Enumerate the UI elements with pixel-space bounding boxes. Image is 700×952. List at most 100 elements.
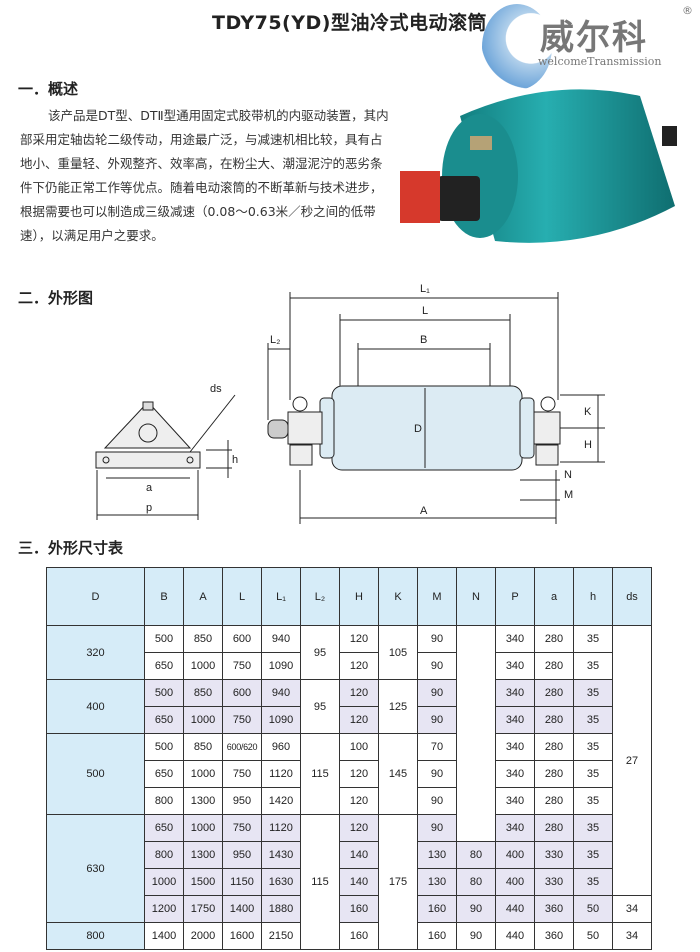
column-header: M bbox=[417, 567, 457, 626]
label-B: B bbox=[420, 334, 427, 346]
label-D: D bbox=[414, 423, 422, 435]
cell-H: 120 bbox=[339, 625, 379, 653]
cell-P: 340 bbox=[495, 733, 535, 761]
cell-L: 750 bbox=[222, 814, 262, 842]
cell-h: 50 bbox=[573, 922, 613, 950]
cell-M: 90 bbox=[417, 652, 457, 680]
cell-A: 850 bbox=[183, 679, 223, 707]
cell-a: 330 bbox=[534, 841, 574, 869]
cell-L: 750 bbox=[222, 706, 262, 734]
cell-L1: 1090 bbox=[261, 652, 301, 680]
cell-N: 90 bbox=[456, 922, 496, 950]
cell-L1: 1120 bbox=[261, 760, 301, 788]
cell-L1: 1090 bbox=[261, 706, 301, 734]
cell-h: 35 bbox=[573, 625, 613, 653]
cell-a: 360 bbox=[534, 895, 574, 923]
cell-M: 90 bbox=[417, 625, 457, 653]
column-header: L₁ bbox=[261, 567, 301, 626]
cell-L1: 1420 bbox=[261, 787, 301, 815]
cell-ds: 27 bbox=[612, 625, 652, 896]
cell-L2: 95 bbox=[300, 625, 340, 680]
cell-a: 280 bbox=[534, 652, 574, 680]
cell-P: 340 bbox=[495, 814, 535, 842]
cell-P: 440 bbox=[495, 922, 535, 950]
cell-ds: 34 bbox=[612, 895, 652, 923]
cell-L1: 2150 bbox=[261, 922, 301, 950]
cell-B: 650 bbox=[144, 760, 184, 788]
cell-P: 340 bbox=[495, 787, 535, 815]
outline-drawing: ds h a p L₁ L B L₂ D K H N M A bbox=[95, 283, 605, 524]
cell-N: 90 bbox=[456, 895, 496, 923]
cell-a: 280 bbox=[534, 733, 574, 761]
cell-H: 140 bbox=[339, 868, 379, 896]
cell-M: 90 bbox=[417, 787, 457, 815]
cell-M: 160 bbox=[417, 922, 457, 950]
cell-P: 340 bbox=[495, 706, 535, 734]
cell-A: 1300 bbox=[183, 841, 223, 869]
label-L: L bbox=[422, 305, 428, 317]
cell-H: 120 bbox=[339, 787, 379, 815]
column-header: D bbox=[46, 567, 145, 626]
cell-M: 70 bbox=[417, 733, 457, 761]
cell-L: 750 bbox=[222, 760, 262, 788]
cell-L: 1150 bbox=[222, 868, 262, 896]
cell-L1: 1630 bbox=[261, 868, 301, 896]
column-header: B bbox=[144, 567, 184, 626]
cell-L: 1400 bbox=[222, 895, 262, 923]
cell-a: 280 bbox=[534, 706, 574, 734]
label-L1: L₁ bbox=[420, 283, 430, 295]
overview-text: 该产品是DT型、DTⅡ型通用固定式胶带机的内驱动装置，其内部采用定轴齿轮二级传动… bbox=[20, 108, 389, 243]
cell-K: 105 bbox=[378, 625, 418, 680]
cell-L2: 95 bbox=[300, 679, 340, 734]
table-heading: 三．外形尺寸表 bbox=[18, 539, 124, 557]
cell-P: 340 bbox=[495, 652, 535, 680]
cell-L: 1600 bbox=[222, 922, 262, 950]
front-view bbox=[267, 292, 605, 524]
label-a: a bbox=[146, 482, 153, 494]
label-ds: ds bbox=[210, 383, 222, 395]
product-photo bbox=[400, 89, 677, 243]
column-header: L₂ bbox=[300, 567, 340, 626]
cell-B: 1400 bbox=[144, 922, 184, 950]
cell-H: 120 bbox=[339, 706, 379, 734]
cell-N bbox=[456, 625, 496, 842]
cell-A: 850 bbox=[183, 733, 223, 761]
cell-A: 1000 bbox=[183, 814, 223, 842]
cell-B: 500 bbox=[144, 625, 184, 653]
logo-swoosh-icon bbox=[482, 4, 552, 90]
label-L2: L₂ bbox=[270, 334, 280, 346]
cell-a: 280 bbox=[534, 814, 574, 842]
cell-B: 500 bbox=[144, 679, 184, 707]
cell-K: 125 bbox=[378, 679, 418, 734]
cell-A: 1000 bbox=[183, 706, 223, 734]
cell-B: 500 bbox=[144, 733, 184, 761]
cell-a: 280 bbox=[534, 787, 574, 815]
cell-H: 160 bbox=[339, 922, 379, 950]
cell-P: 400 bbox=[495, 868, 535, 896]
cell-h: 35 bbox=[573, 652, 613, 680]
cell-h: 50 bbox=[573, 895, 613, 923]
cell-B: 800 bbox=[144, 787, 184, 815]
registered-mark: ® bbox=[682, 4, 693, 17]
column-header: A bbox=[183, 567, 223, 626]
cell-L2: 115 bbox=[300, 814, 340, 950]
cell-L: 600 bbox=[222, 679, 262, 707]
page-title: TDY75(YD)型油冷式电动滚筒 bbox=[212, 12, 487, 34]
cell-h: 35 bbox=[573, 679, 613, 707]
cell-B: 650 bbox=[144, 814, 184, 842]
cell-L1: 940 bbox=[261, 625, 301, 653]
column-header: h bbox=[573, 567, 613, 626]
cell-L1: 960 bbox=[261, 733, 301, 761]
cell-A: 1300 bbox=[183, 787, 223, 815]
column-header: a bbox=[534, 567, 574, 626]
cell-A: 1500 bbox=[183, 868, 223, 896]
column-header: N bbox=[456, 567, 496, 626]
cell-L1: 1880 bbox=[261, 895, 301, 923]
label-p: p bbox=[146, 502, 152, 514]
